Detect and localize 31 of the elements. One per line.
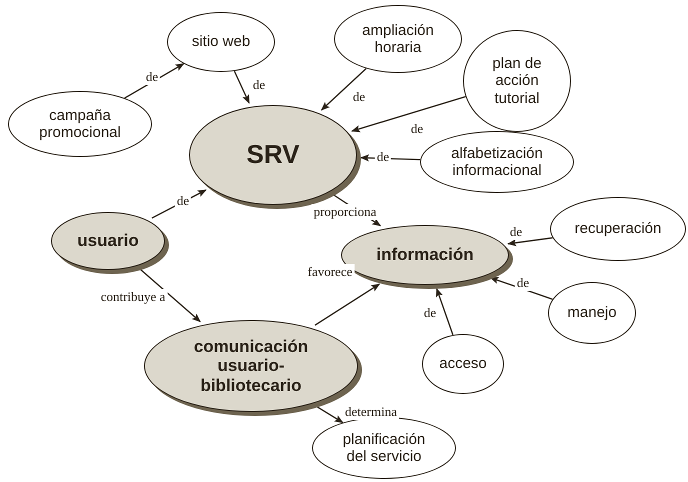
node-label: usuario (77, 231, 139, 251)
arrow (124, 63, 184, 99)
arrow (320, 68, 367, 111)
node-label: información (376, 245, 474, 265)
node-label: plan de acción tutorial (491, 55, 543, 107)
arrow (234, 70, 250, 104)
node-label: ampliación horaria (361, 22, 435, 56)
node-label: sitio web (192, 33, 250, 51)
node-label: SRV (246, 140, 300, 170)
arrow (360, 154, 420, 162)
arrow (436, 288, 454, 336)
arrow (314, 284, 380, 326)
edge-label: determina (343, 404, 399, 420)
node-label: campaña promocional (38, 106, 122, 142)
arrow (140, 268, 201, 322)
edge-label: proporciona (312, 204, 378, 220)
node-label: alfabetización informacional (450, 144, 544, 180)
node-label: recuperación (574, 220, 662, 238)
node-label: acceso (439, 355, 487, 373)
arrow (490, 276, 553, 300)
node-label: planificación del servicio (342, 430, 426, 466)
node-label: comunicación usuario-bibliotecario (192, 336, 310, 396)
arrow (351, 96, 466, 132)
arrow (316, 406, 344, 424)
edge-label: de (144, 69, 160, 85)
arrow (507, 237, 553, 246)
edge-label: de (174, 193, 192, 209)
edge-label: de (508, 224, 524, 240)
edge-label: contribuye a (98, 289, 168, 305)
edge-label: de (514, 275, 532, 291)
node-label: manejo (567, 304, 617, 322)
